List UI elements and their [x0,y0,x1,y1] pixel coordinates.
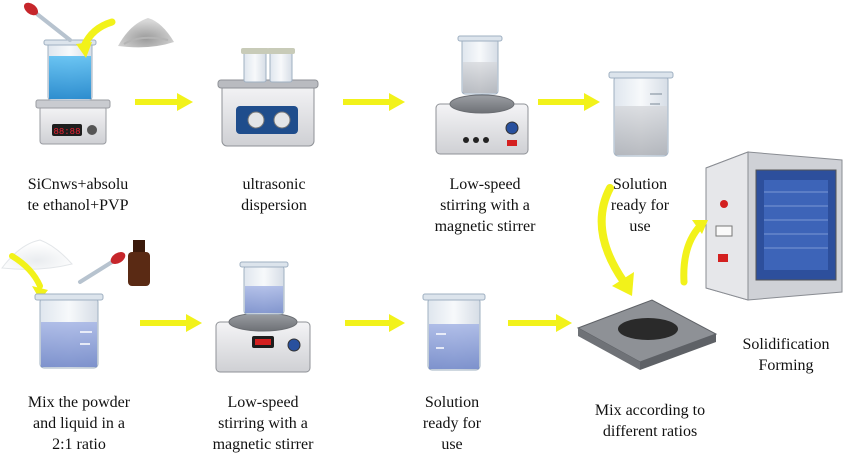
reagent-bottle-icon [128,240,150,286]
dropper-icon [23,2,72,42]
step-label-ultrasonic: ultrasonic dispersion [241,176,307,214]
grey-powder-icon [118,18,174,48]
drying-oven-icon [705,151,843,301]
flow-arrow [538,93,600,111]
step-label-ready-bottom: Solution ready for use [422,394,482,453]
magnetic-stirrer-icon [215,261,311,373]
magnetic-stirrer-icon [435,35,529,155]
beaker-icon [422,293,486,371]
mixing-plate-icon [576,299,718,370]
flow-arrow [135,93,193,111]
step-label-sicnws: SiCnws+absolu te ethanol+PVP [27,176,129,214]
step-label-ready-top: Solution ready for use [610,176,670,235]
step-label-stir-bottom: Low-speed stirring with a magnetic stirr… [212,394,314,453]
curved-arrow-icon [597,184,634,296]
step-label-solidify: Solidification Forming [742,336,830,374]
dropper-icon [78,252,126,284]
ultrasonic-bath-icon [217,48,319,147]
step-label-mix-ratio: Mix according to different ratios [594,402,706,440]
step-label-stir-top: Low-speed stirring with a magnetic stirr… [434,176,536,235]
flow-arrow [508,314,572,332]
step-label-mix-powder: Mix the powder and liquid in a 2:1 ratio [27,394,131,453]
beaker-icon [608,71,674,157]
beaker-on-hotplate-icon: 88:88 [35,39,111,145]
svg-text:88:88: 88:88 [53,127,80,137]
curved-arrow-icon [76,18,116,58]
beaker-icon [34,293,104,369]
flow-arrow [140,314,202,332]
flow-arrow [343,93,405,111]
flow-arrow [345,314,405,332]
curved-arrow-icon [9,253,48,300]
curved-arrow-icon [680,220,708,286]
